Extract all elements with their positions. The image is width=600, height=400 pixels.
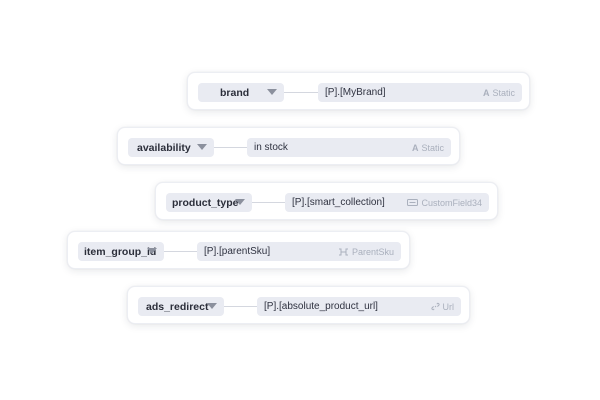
source-label: Static bbox=[421, 142, 444, 153]
mapping-row-product-type: product_type [P].[smart_collection] Cust… bbox=[155, 182, 498, 220]
chevron-down-icon bbox=[267, 89, 277, 95]
chevron-down-icon bbox=[207, 303, 217, 309]
value-text: [P].[smart_collection] bbox=[292, 197, 385, 208]
connector-line bbox=[284, 92, 318, 93]
text-icon: A bbox=[482, 87, 490, 98]
connector-line bbox=[224, 306, 257, 307]
source-tag: Url bbox=[430, 297, 455, 316]
field-label: product_type bbox=[172, 196, 239, 209]
mapping-row-brand: brand [P].[MyBrand] A Static bbox=[187, 72, 530, 110]
value-field-item-group-id[interactable]: [P].[parentSku] ParentSku bbox=[197, 242, 401, 261]
value-text: [P].[parentSku] bbox=[204, 246, 271, 257]
field-dropdown-item-group-id[interactable]: item_group_id bbox=[78, 242, 164, 261]
mapping-row-ads-redirect: ads_redirect [P].[absolute_product_url] … bbox=[127, 286, 470, 324]
source-label: ParentSku bbox=[351, 246, 394, 257]
source-tag: CustomField34 bbox=[407, 193, 482, 212]
source-tag: A Static bbox=[412, 138, 444, 157]
value-field-product-type[interactable]: [P].[smart_collection] CustomField34 bbox=[285, 193, 489, 212]
mapping-row-item-group-id: item_group_id [P].[parentSku] ParentSku bbox=[67, 231, 410, 269]
text-icon: A bbox=[411, 142, 419, 153]
field-label: availability bbox=[137, 141, 191, 154]
link-icon bbox=[430, 302, 440, 311]
field-label: item_group_id bbox=[84, 245, 157, 258]
connector-line bbox=[252, 202, 285, 203]
chevron-down-icon bbox=[235, 199, 245, 205]
value-field-availability[interactable]: in stock A Static bbox=[247, 138, 451, 157]
field-dropdown-brand[interactable]: brand bbox=[198, 83, 284, 102]
custom-field-icon bbox=[407, 199, 419, 206]
value-text: in stock bbox=[254, 142, 288, 153]
chevron-down-icon bbox=[197, 144, 207, 150]
field-label: brand bbox=[220, 86, 250, 99]
connector-line bbox=[214, 147, 247, 148]
source-label: Static bbox=[492, 87, 515, 98]
connector-line bbox=[164, 251, 197, 252]
chevron-down-icon bbox=[147, 248, 157, 254]
source-tag: A Static bbox=[483, 83, 515, 102]
source-label: Url bbox=[442, 301, 455, 312]
field-dropdown-ads-redirect[interactable]: ads_redirect bbox=[138, 297, 224, 316]
value-text: [P].[absolute_product_url] bbox=[264, 301, 378, 312]
source-tag: ParentSku bbox=[338, 242, 394, 261]
source-label: CustomField34 bbox=[421, 197, 482, 208]
value-text: [P].[MyBrand] bbox=[325, 87, 386, 98]
field-dropdown-availability[interactable]: availability bbox=[128, 138, 214, 157]
value-field-brand[interactable]: [P].[MyBrand] A Static bbox=[318, 83, 522, 102]
field-dropdown-product-type[interactable]: product_type bbox=[166, 193, 252, 212]
field-label: ads_redirect bbox=[146, 300, 209, 313]
mapping-row-availability: availability in stock A Static bbox=[117, 127, 460, 165]
value-field-ads-redirect[interactable]: [P].[absolute_product_url] Url bbox=[257, 297, 461, 316]
parent-sku-icon bbox=[338, 248, 349, 256]
